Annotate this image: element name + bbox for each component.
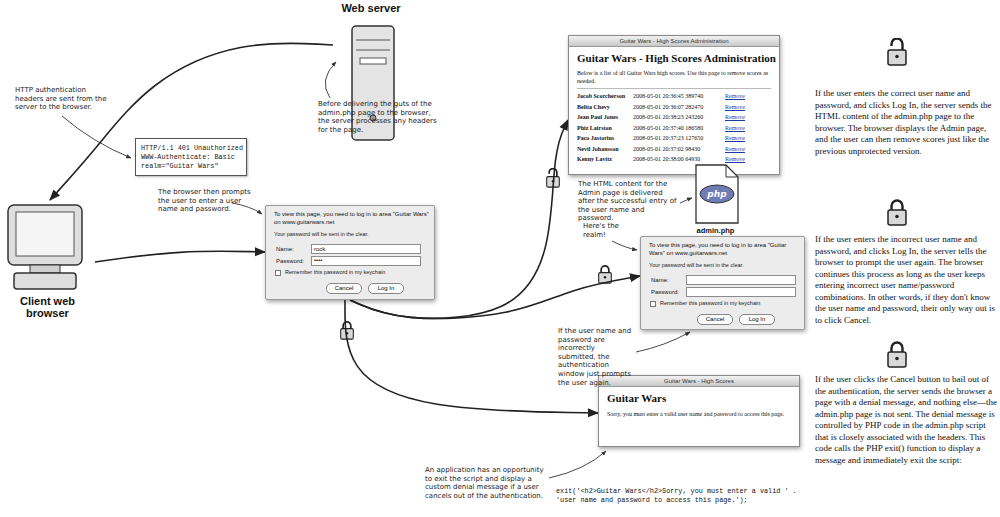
http-header-box: HTTP/1.1 401 Unauthorized WWW-Authentica… [135,138,247,176]
http-header-text: HTTP/1.1 401 Unauthorized WWW-Authentica… [141,144,243,171]
file-name: admin.php [688,226,743,235]
callout-note: Here's the realm! [583,222,638,239]
php-logo [700,185,734,203]
login-dialog: To view this page, you need to log in to… [640,236,805,330]
field-label: Name: [651,276,683,284]
score-name: Kenny Lavitz [577,155,633,163]
score-date: 2008-05-01 20:37:40 186580 [633,124,723,132]
field-value: rock [314,245,414,253]
flow-arrow [50,43,333,200]
remove-link: Remove [725,155,755,163]
score-date: 2008-05-01 20:36:07 282470 [633,103,723,111]
field-label: Password: [651,288,685,296]
field-label: Name: [276,245,308,253]
remove-link: Remove [725,145,755,153]
page-text: Sorry, you must enter a valid user name … [607,410,797,418]
page-heading: Guitar Wars [607,392,797,405]
text-field [686,275,796,285]
page-heading: Guitar Wars - High Scores Administration [577,52,777,65]
callout-note: HTTP authentication headers are sent fro… [15,86,110,112]
score-name: Phiz Lairston [577,124,633,132]
dialog-note: Remember this password in my keychain [285,269,430,276]
explanation-text: If the user clicks the Cancel button to … [815,374,997,466]
code-snippet: exit('<h2>Guitar Wars</h2>Sorry, you mus… [556,487,814,505]
remove-link: Remove [725,113,755,121]
dialog-button: Log In [739,314,775,325]
php-logo-text: php [699,189,735,199]
file-page [696,165,738,223]
remove-link: Remove [725,103,755,111]
callout-note: The browser then prompts the user to ent… [158,188,254,214]
dialog-button: Cancel [697,314,733,325]
divider-line [577,88,771,89]
score-name: Paco Jastorius [577,134,633,142]
remove-link: Remove [725,124,755,132]
explanation-text: If the user enters the correct user name… [815,88,997,157]
dialog-prompt: To view this page, you need to log in to… [649,242,799,257]
client-computer [8,205,82,289]
score-date: 2008-05-01 20:38:23 243260 [633,113,723,121]
client-node: Client web browser [0,200,95,330]
score-date: 2008-05-01 20:37:23 127650 [633,134,723,142]
text-field [311,244,421,254]
node-label: Web server [333,2,409,14]
score-date: 2008-05-01 20:36:45 389740 [633,92,723,100]
dialog-note: Your password will be sent in the clear. [649,262,799,269]
callout-note: Before delivering the guts of the admin.… [318,100,438,134]
field-value: •••• [314,256,414,264]
score-name: Belita Chevy [577,103,633,111]
dialog-note: Remember this password in my keychain [660,300,800,307]
login-dialog: To view this page, you need to log in to… [265,205,435,300]
remove-link: Remove [725,92,755,100]
score-name: Nevil Johansson [577,145,633,153]
denial-page-window: Guitar Wars - High ScoresGuitar WarsSorr… [598,375,800,447]
dialog-button: Cancel [326,283,362,294]
flow-arrow [95,251,265,262]
score-name: Jean Paul Jones [577,113,633,121]
php-file: php admin.php [688,163,743,240]
page-text: Below is a list of all Guitar Wars high … [577,69,777,85]
checkbox [650,301,656,307]
callout-note: An application has an opportunity to exi… [425,466,547,500]
node-label: Client web browser [5,295,90,319]
callout-note: The HTML content for the Admin page is d… [578,180,678,223]
admin-page-window: Guitar Wars - High Scores Administration… [568,35,780,175]
score-date: 2008-05-01 20:38:00 64930 [633,155,723,163]
remove-link: Remove [725,134,755,142]
callout-note: If the user name and password are incorr… [558,327,634,387]
score-name: Jacob Scorcherson [577,92,633,100]
explanation-text: If the user enters the incorrect user na… [815,234,997,326]
dialog-prompt: To view this page, you need to log in to… [274,211,429,226]
text-field [686,287,796,297]
file-fold [726,165,738,177]
dialog-note: Your password will be sent in the clear. [274,231,429,238]
score-date: 2008-05-01 20:37:02 98430 [633,145,723,153]
dialog-button: Log In [368,283,404,294]
checkbox [275,270,281,276]
text-field [311,256,421,266]
window-title: Guitar Wars - High Scores Administration [569,36,779,47]
field-label: Password: [276,257,310,265]
